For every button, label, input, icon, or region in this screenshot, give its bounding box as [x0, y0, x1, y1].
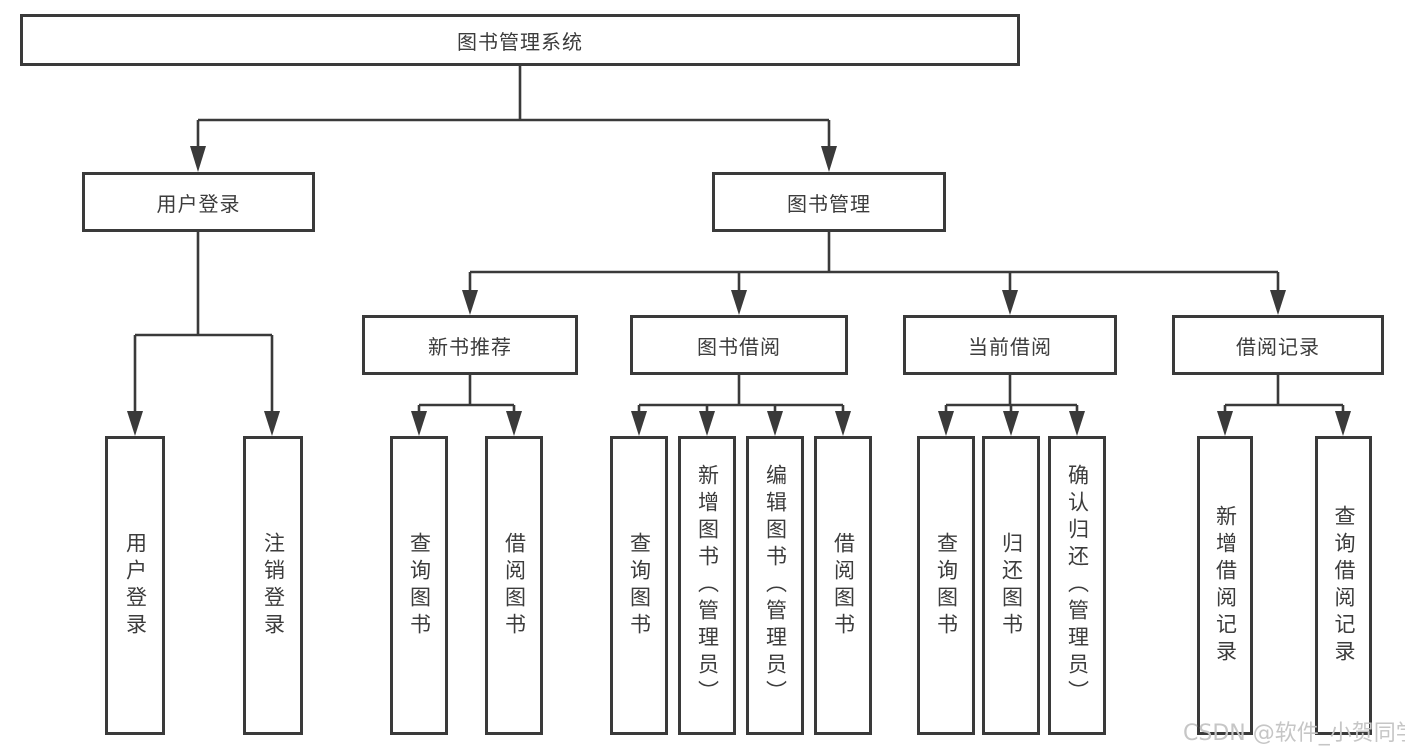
- leaf-edit-books-admin: 编辑图书（管理员）: [746, 436, 804, 735]
- leaf-add-books-admin: 新增图书（管理员）: [678, 436, 736, 735]
- leaf-borrow-books: 借阅图书: [814, 436, 872, 735]
- leaf-query-books-borrowing: 查询图书: [610, 436, 668, 735]
- leaf-query-books-recommend: 查询图书: [390, 436, 448, 735]
- node-current-borrowing: 当前借阅: [903, 315, 1117, 375]
- leaf-query-books-current: 查询图书: [917, 436, 975, 735]
- edges-new-book-recommend: [411, 375, 522, 436]
- edges-root: [190, 66, 837, 172]
- leaf-logout: 注销登录: [243, 436, 303, 735]
- leaf-confirm-return-admin: 确认归还（管理员）: [1048, 436, 1106, 735]
- edges-current-borrowing: [938, 375, 1085, 436]
- edges-borrowing-records: [1217, 375, 1351, 436]
- node-new-book-recommend: 新书推荐: [362, 315, 578, 375]
- leaf-borrow-books-recommend: 借阅图书: [485, 436, 543, 735]
- leaf-add-borrow-record: 新增借阅记录: [1197, 436, 1253, 735]
- leaf-return-books: 归还图书: [982, 436, 1040, 735]
- watermark-text: CSDN @软件_小贺同学: [1183, 721, 1405, 746]
- leaf-query-borrow-record: 查询借阅记录: [1315, 436, 1372, 735]
- edges-book-management: [462, 232, 1286, 315]
- node-book-borrowing: 图书借阅: [630, 315, 848, 375]
- leaf-user-login: 用户登录: [105, 436, 165, 735]
- node-library-management-system: 图书管理系统: [20, 14, 1020, 66]
- node-borrowing-records: 借阅记录: [1172, 315, 1384, 375]
- node-book-management: 图书管理: [712, 172, 946, 232]
- edges-book-borrowing: [631, 375, 851, 436]
- edges-user-login: [127, 232, 280, 436]
- node-user-login: 用户登录: [82, 172, 315, 232]
